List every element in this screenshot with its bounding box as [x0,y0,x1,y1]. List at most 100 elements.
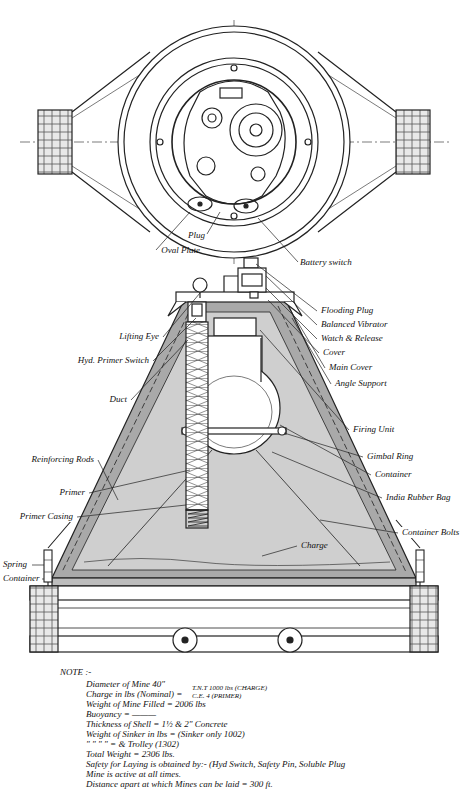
note-text: Weight of Mine Filled = 2006 lbs [86,699,206,709]
top-view-part [202,108,222,128]
top-view-part [231,65,237,71]
side-view-part [207,338,261,382]
leader-line-part [156,212,298,262]
side-view-part [62,306,406,572]
top-view-part [250,124,262,136]
leader-line-part [260,330,398,556]
leader-line-part [77,293,200,517]
note-text: Total Weight = 2306 lbs. [86,749,175,759]
note-text: Thickness of Shell = 1½ & 2" Concrete [86,719,228,729]
note-text: Buoyancy = ——— [86,709,156,719]
part-label: Container [2,573,41,584]
chain-part [44,550,52,582]
part-label: India Rubber Bag [385,492,452,503]
sinker-trolley-part [182,637,188,643]
side-view-part [242,274,262,286]
sinker-trolley-part [287,637,293,643]
side-view-part [278,427,286,435]
top-view-part [124,32,344,252]
top-view-part [231,213,237,219]
top-view-part [251,167,265,181]
side-view-part [250,292,258,298]
sinker-trolley [30,586,438,652]
side-view-part [72,312,396,570]
side-view-part [186,510,208,526]
sinker-trolley-part [30,586,58,652]
part-label: Spring [2,559,28,570]
top-view-part [198,202,202,206]
top-view-part [118,26,350,258]
part-label: Container [374,469,413,480]
note-text: T.N.T 1000 lbs (CHARGE) [192,684,267,692]
side-view-part [186,322,208,510]
top-view-part [156,64,312,220]
part-label: Battery switch [300,257,352,268]
note-text: NOTE :- [60,667,91,677]
chain-part [48,520,420,548]
top-view-part [220,88,242,98]
note-text: Mine is active at all times. [86,769,181,779]
top-view-part [38,110,72,174]
top-view-part [244,204,248,208]
top-view-part [396,110,430,174]
top-view-part [150,58,318,226]
note-text: Diameter of Mine 40" [86,679,165,689]
part-label: Lifting Eye [118,331,160,342]
side-view-part [238,268,266,292]
part-label: Oval Plate [161,245,200,256]
side-view-part [186,510,208,528]
part-label: Balanced Vibrator [320,319,389,330]
side-view-part [188,302,206,322]
part-label: Gimbal Ring [366,451,414,462]
part-label: Reinforcing Rods [31,454,95,465]
top-view-part [305,139,311,145]
sinker-trolley-part [30,586,438,600]
top-view-part [234,199,258,213]
part-label: Charge [300,540,329,551]
sinker-trolley-part [173,628,197,652]
chain-part [44,560,424,572]
part-label: Main Cover [328,362,373,373]
side-view-part [214,318,256,336]
side-view-part [193,278,207,292]
sinker-trolley-part [278,628,302,652]
part-label: Primer [59,487,87,498]
part-label: Duct [109,394,129,405]
sinker-trolley-part [58,608,410,628]
side-view-part [52,578,416,586]
side-view-part [192,304,202,316]
side-view-part [52,298,416,578]
part-label: Angle Support [334,378,388,389]
top-view [20,20,450,264]
top-view-part [184,81,285,204]
chain-part [416,550,424,582]
part-label: Firing Unit [352,424,395,435]
top-view-part [230,104,282,156]
top-view-part [197,157,215,175]
top-view-part [239,113,273,147]
side-view-part [84,559,390,566]
side-view [52,258,416,586]
part-label: Container Bolts [401,527,460,538]
chain [44,520,424,588]
top-view-part [208,114,216,122]
part-label: Primer Casing [19,511,74,522]
side-view-part [108,450,360,566]
note-text: C.E. 4 (PRIMER) [192,692,241,700]
side-view-part [244,258,258,268]
side-view-part [199,292,200,298]
top-view-part [172,80,296,204]
leader-line [32,212,398,579]
part-label: Cover [322,347,346,358]
top-view-part [188,197,212,211]
note-text: Weight of Sinker in lbs = (Sinker only 1… [86,729,245,739]
note-text: Charge in lbs (Nominal) = [86,689,182,699]
note-text: " " " " = & Trolley (1302) [86,739,179,749]
part-label: Plug [188,230,205,241]
sinker-trolley-part [30,636,438,652]
note-text: Distance apart at which Mines can be lai… [86,779,273,789]
side-view-part [224,276,238,292]
note-text: Safety for Laying is obtained by:- (Hyd … [86,759,345,769]
top-view-part [157,139,163,145]
part-label: Hyd. Primer Switch [77,355,150,366]
